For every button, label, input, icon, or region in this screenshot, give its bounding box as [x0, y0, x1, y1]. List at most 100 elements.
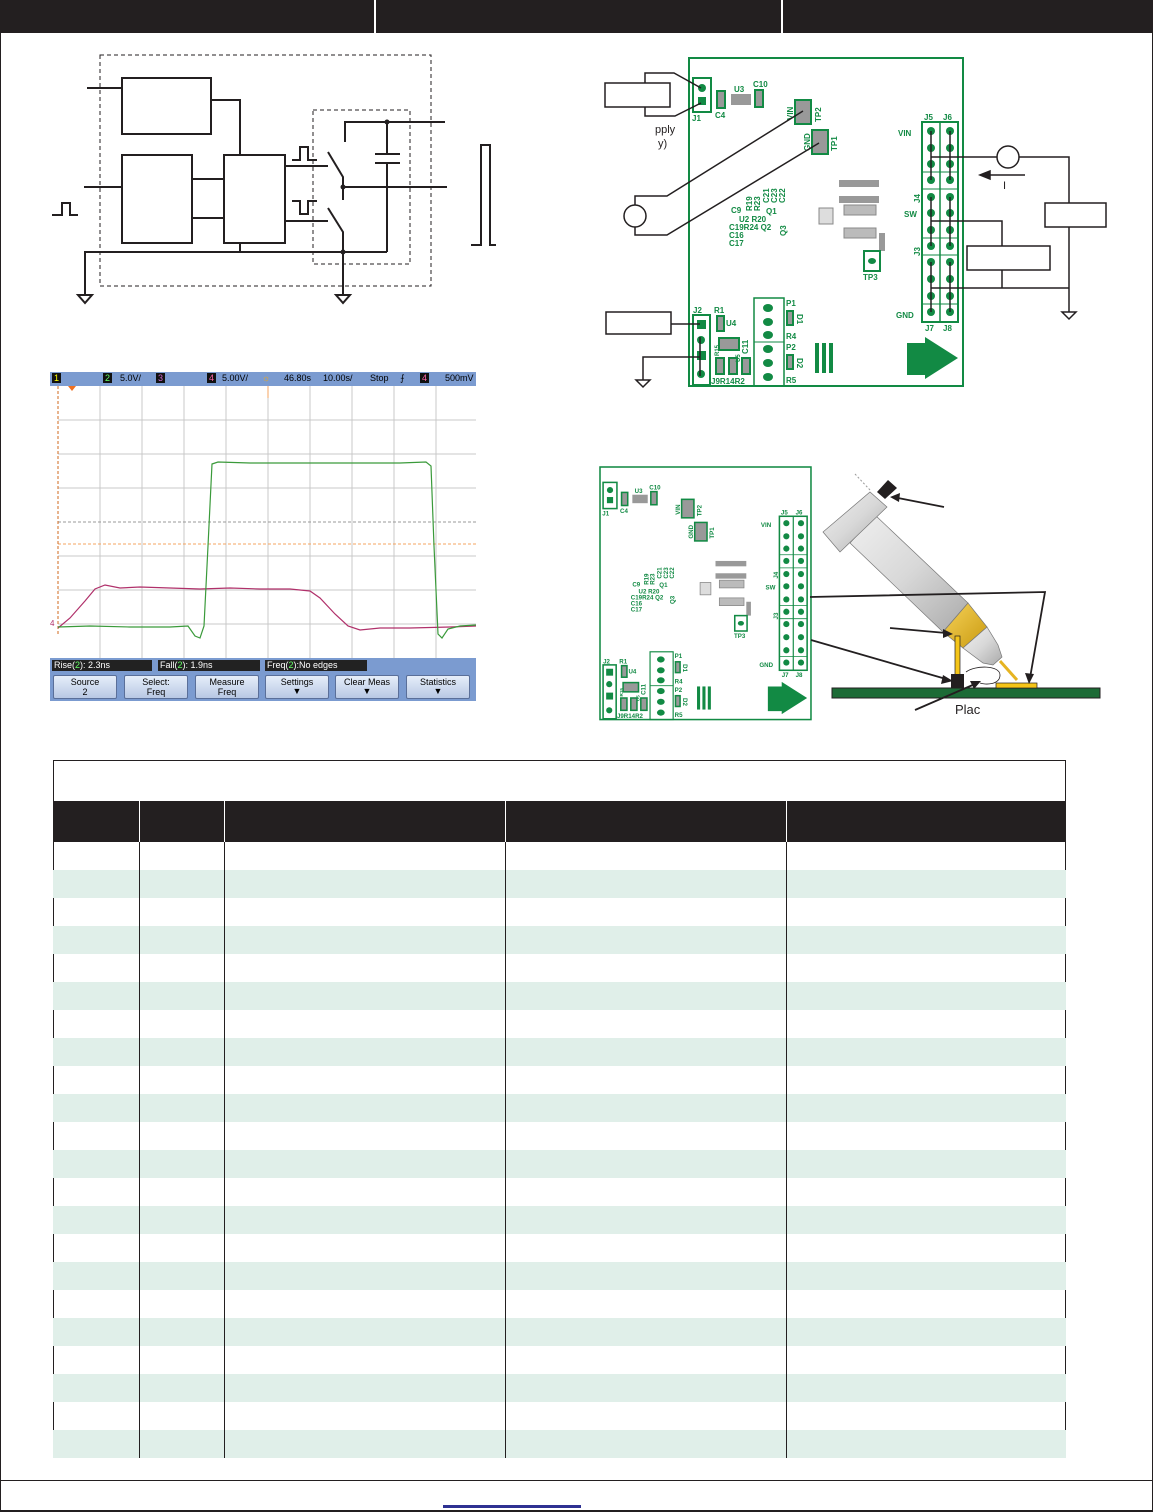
trigger-level: 500mV	[445, 373, 474, 383]
table-row	[53, 926, 1066, 954]
footer-link[interactable]	[443, 1505, 581, 1508]
table-row	[53, 954, 1066, 982]
table-cell	[786, 1038, 1066, 1066]
down-arrow-icon: ▼	[433, 686, 443, 696]
table-cell	[786, 1010, 1066, 1038]
channel-4-trace	[57, 584, 476, 631]
pcb-label: U3	[734, 85, 745, 94]
table-cell	[224, 1010, 506, 1038]
table-row	[53, 1178, 1066, 1206]
table-cell	[786, 870, 1066, 898]
table-row	[53, 1374, 1066, 1402]
table-row	[53, 1038, 1066, 1066]
probe-place-label: Plac	[955, 702, 981, 717]
column-header	[224, 801, 506, 842]
table-cell	[139, 1094, 225, 1122]
statistics-softkey[interactable]: Statistics▼	[406, 675, 470, 699]
table-row	[53, 1066, 1066, 1094]
pcb-label: U2 R20	[739, 215, 767, 224]
load-box	[1044, 202, 1107, 228]
table-cell	[224, 1262, 506, 1290]
table-cell	[53, 842, 140, 870]
pcb-label: R23	[753, 196, 762, 211]
table-cell	[139, 1178, 225, 1206]
table-cell	[139, 870, 225, 898]
pcb-illustrations: J1 C4 U3 C10 VIN TP2 GND TP1 J5 J6 VIN J…	[599, 57, 1107, 721]
header-bar	[0, 0, 1153, 33]
pcb-label: VIN	[898, 129, 912, 138]
pcb-label: Q1	[766, 207, 777, 216]
table-cell	[139, 1234, 225, 1262]
pcb-label: C9	[731, 206, 742, 215]
pcb-label: C11	[741, 339, 750, 354]
table-cell	[53, 1122, 140, 1150]
column-header	[139, 801, 225, 842]
scope-status-bar: 1 2 5.0V/ 3 4 5.00V/ ☼ 46.80s 10.00s/ St…	[50, 372, 476, 386]
channel-3-indicator: 3	[156, 373, 166, 383]
pcb-label: P2	[786, 343, 796, 352]
table-cell	[139, 1150, 225, 1178]
table-cell	[786, 1290, 1066, 1318]
table-cell	[139, 1206, 225, 1234]
table-row	[53, 1290, 1066, 1318]
column-header	[505, 801, 787, 842]
pcb-label: C4	[715, 111, 726, 120]
time-delay: 46.80s	[284, 373, 312, 383]
current-label: I	[1003, 180, 1006, 192]
pcb-label: J7	[925, 324, 934, 333]
block-3	[223, 154, 286, 244]
table-cell	[224, 1402, 506, 1430]
table-cell	[786, 1402, 1066, 1430]
down-arrow-icon: ▼	[292, 686, 302, 696]
table-cell	[786, 1374, 1066, 1402]
table-cell	[53, 1010, 140, 1038]
table-row	[53, 1010, 1066, 1038]
pcb-label: C16	[729, 231, 744, 240]
table-cell	[224, 1318, 506, 1346]
run-state: Stop	[370, 373, 389, 383]
pcb-label: J2	[693, 306, 702, 315]
table-row	[53, 982, 1066, 1010]
table-cell	[224, 1374, 506, 1402]
column-header	[786, 801, 1066, 842]
table-cell	[139, 954, 225, 982]
pcb-label: R4	[786, 332, 797, 341]
table-cell	[53, 1178, 140, 1206]
table-cell	[224, 1150, 506, 1178]
table-row	[53, 842, 1066, 870]
table-cell	[53, 954, 140, 982]
table-cell	[505, 1178, 787, 1206]
table-cell	[224, 1122, 506, 1150]
pcb-label: D1	[795, 314, 804, 325]
pcb-label: GND	[803, 133, 812, 151]
table-cell	[786, 1234, 1066, 1262]
pcb-label: J9R14R2	[711, 377, 745, 386]
table-cell	[139, 842, 225, 870]
table-cell	[505, 870, 787, 898]
pcb-label: C17	[729, 239, 744, 248]
table-cell	[786, 1122, 1066, 1150]
pcb-label: J4	[913, 194, 922, 203]
supply-label: y)	[658, 138, 667, 150]
pcb-label: R15	[715, 344, 721, 356]
header-divider	[781, 0, 783, 33]
clear-meas-softkey[interactable]: Clear Meas▼	[335, 675, 399, 699]
pcb-label: TP3	[863, 273, 878, 282]
table-cell	[786, 926, 1066, 954]
table-cell	[505, 1402, 787, 1430]
test-connections	[604, 72, 1107, 389]
settings-softkey[interactable]: Settings▼	[265, 675, 329, 699]
pcb-label: P1	[786, 299, 796, 308]
table-row	[53, 1262, 1066, 1290]
select-softkey[interactable]: Select:Freq	[124, 675, 188, 699]
channel-2-indicator: 2	[103, 373, 113, 383]
table-cell	[786, 1066, 1066, 1094]
pcb-label: J5	[924, 113, 933, 122]
table-cell	[139, 1374, 225, 1402]
pcb-label: C22	[778, 188, 787, 203]
table-cell	[505, 1010, 787, 1038]
trigger-sun-icon: ☼	[262, 373, 271, 383]
pcb-label: U4	[726, 319, 737, 328]
